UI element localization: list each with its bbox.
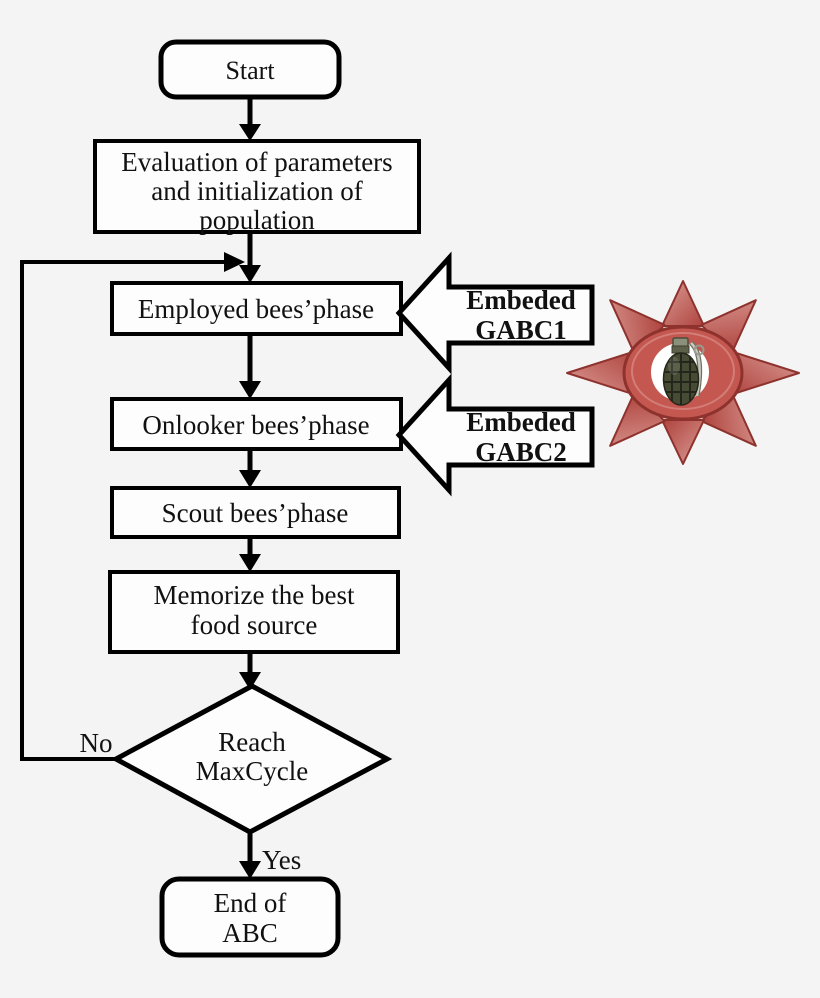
arrowhead-into-memorize — [239, 554, 261, 572]
grenade-highlight — [668, 357, 680, 375]
arrowhead-into-onlooker — [239, 381, 261, 399]
no-loop-arrowhead — [224, 252, 245, 272]
arrowhead-into-end — [239, 861, 261, 879]
gabc1-label-line2: GABC1 — [475, 315, 567, 345]
end-label-line1: End of — [214, 888, 287, 918]
evaluation-label-line3: population — [199, 205, 315, 235]
start-label: Start — [225, 56, 275, 85]
end-node: End of ABC — [159, 876, 341, 958]
arrowhead-into-decision — [239, 672, 261, 690]
evaluation-label-line1: Evaluation of parameters — [121, 147, 392, 177]
scout-label: Scout bees’phase — [162, 498, 349, 528]
gabc2-callout: Embeded GABC2 — [395, 373, 595, 497]
gabc2-label-line2: GABC2 — [475, 437, 567, 467]
arrowheads — [224, 124, 261, 879]
employed-label: Employed bees’phase — [138, 294, 374, 324]
gabc2-callout-arrow — [395, 373, 595, 497]
decision-label-line2: MaxCycle — [196, 756, 308, 786]
memorize-node: Memorize the best food source — [108, 570, 400, 654]
onlooker-node-shape — [110, 397, 403, 451]
gabc1-label-line1: Embeded — [466, 285, 576, 315]
grenade-lever — [690, 342, 701, 397]
onlooker-label: Onlooker bees’phase — [142, 410, 369, 440]
memorize-label-line2: food source — [191, 610, 318, 640]
employed-node-shape — [110, 281, 403, 336]
grenade-neck — [671, 345, 690, 354]
decision-node: Reach MaxCycle — [110, 683, 393, 835]
sunburst-icon — [566, 280, 800, 465]
arrowhead-into-employed — [239, 265, 261, 283]
end-label-line2: ABC — [222, 918, 278, 948]
start-node: Start — [158, 39, 342, 100]
evaluation-node-shape — [93, 139, 421, 234]
onlooker-node: Onlooker bees’phase — [110, 397, 403, 451]
grenade-icon — [662, 337, 705, 406]
no-edge-label: No — [80, 728, 113, 758]
decision-node-shape — [110, 683, 393, 835]
scout-node-shape — [110, 486, 401, 539]
employed-node: Employed bees’phase — [110, 281, 403, 336]
gabc2-label-line1: Embeded — [466, 407, 576, 437]
arrowhead-into-evaluation — [239, 124, 261, 141]
evaluation-node: Evaluation of parameters and initializat… — [93, 139, 421, 235]
no-loop-line — [20, 260, 226, 761]
memorize-label-line1: Memorize the best — [154, 580, 355, 610]
yes-edge-label: Yes — [262, 845, 301, 875]
grenade-pin-ring — [693, 344, 705, 356]
decision-label-line1: Reach — [218, 727, 286, 757]
evaluation-label-line2: and initialization of — [151, 176, 362, 206]
start-node-shape — [158, 39, 342, 100]
arrowhead-into-scout — [239, 470, 261, 488]
end-node-shape — [159, 876, 341, 958]
memorize-node-shape — [108, 570, 400, 654]
gabc1-callout: Embeded GABC1 — [395, 251, 595, 375]
scout-node: Scout bees’phase — [110, 486, 401, 539]
grenade-segments — [663, 353, 699, 405]
gabc1-callout-arrow — [395, 251, 595, 375]
sunburst-ring-highlight — [631, 332, 735, 410]
